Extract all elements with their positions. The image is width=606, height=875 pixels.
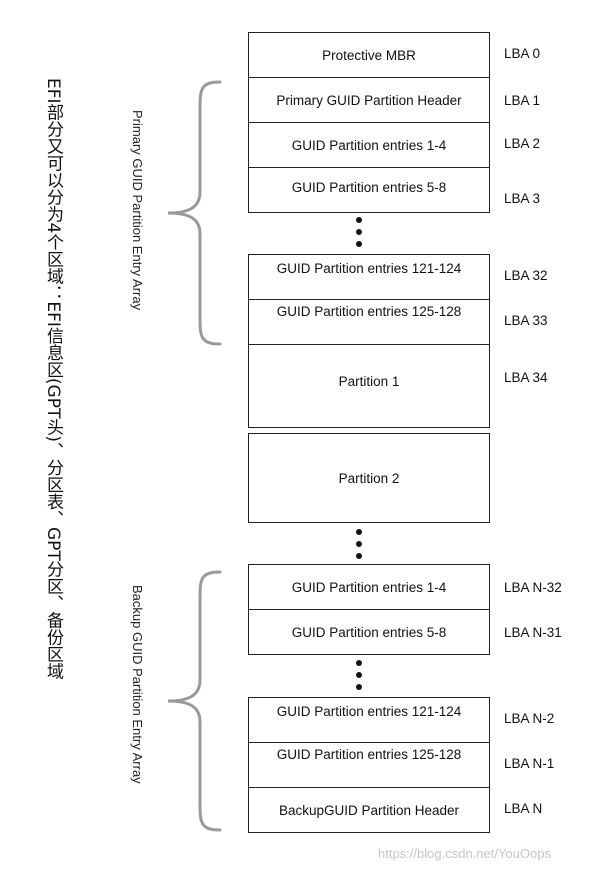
lba-label: LBA 3: [504, 191, 541, 206]
block-label: GUID Partition entries 5-8: [291, 624, 447, 640]
lba-label: LBA 2: [504, 136, 541, 151]
continuation-dot: [356, 684, 362, 690]
block-primary-entries-1-4: GUID Partition entries 1-4: [248, 122, 490, 168]
continuation-dot: [356, 541, 362, 547]
lba-label: LBA N-2: [504, 711, 555, 726]
block-label: GUID Partition entries 1-4: [291, 137, 447, 153]
block-label: GUID Partition entries 125-128: [276, 747, 462, 762]
block-label: Primary GUID Partition Header: [276, 92, 462, 108]
continuation-dot: [356, 660, 362, 666]
block-backup-entries-121-124: GUID Partition entries 121-124: [248, 697, 490, 743]
block-backup-entries-1-4: GUID Partition entries 1-4: [248, 564, 490, 610]
block-backup-entries-125-128: GUID Partition entries 125-128: [248, 742, 490, 788]
lba-label: LBA N-32: [504, 580, 562, 595]
lba-label: LBA N-1: [504, 756, 555, 771]
lba-label: LBA 34: [504, 370, 548, 385]
block-label: GUID Partition entries 1-4: [291, 579, 447, 595]
continuation-dot: [356, 529, 362, 535]
block-primary-entries-5-8: GUID Partition entries 5-8: [248, 167, 490, 213]
chinese-annotation: EFI部分又可以分为4个区域：EFI信息区(GPT头)、分区表、GPT分区、备份…: [43, 78, 63, 680]
continuation-dot: [356, 553, 362, 559]
block-primary-entries-125-128: GUID Partition entries 125-128: [248, 299, 490, 345]
block-label: GUID Partition entries 121-124: [276, 704, 462, 719]
primary-group-brace: [167, 80, 222, 346]
continuation-dot: [356, 229, 362, 235]
lba-label: LBA 0: [504, 46, 541, 61]
block-primary-entries-121-124: GUID Partition entries 121-124: [248, 254, 490, 300]
block-primary-gpt-header: Primary GUID Partition Header: [248, 77, 490, 123]
backup-group-brace: [167, 570, 222, 832]
block-backup-gpt-header: BackupGUID Partition Header: [248, 787, 490, 833]
lba-label: LBA 32: [504, 268, 548, 283]
block-partition-2: Partition 2: [248, 433, 490, 523]
block-backup-entries-5-8: GUID Partition entries 5-8: [248, 609, 490, 655]
block-label: Protective MBR: [322, 47, 416, 63]
lba-label: LBA N-31: [504, 625, 562, 640]
block-label: Partition 1: [338, 374, 400, 389]
watermark-text: https://blog.csdn.net/YouOops: [378, 846, 551, 861]
block-label: GUID Partition entries 5-8: [291, 180, 447, 195]
block-protective-mbr: Protective MBR: [248, 32, 490, 78]
backup-group-label: Backup GUID Partition Entry Array: [130, 585, 145, 784]
lba-label: LBA 1: [504, 93, 541, 108]
continuation-dot: [356, 241, 362, 247]
block-label: BackupGUID Partition Header: [278, 802, 460, 818]
continuation-dot: [356, 672, 362, 678]
block-label: GUID Partition entries 121-124: [276, 261, 462, 276]
continuation-dot: [356, 217, 362, 223]
block-partition-1: Partition 1: [248, 344, 490, 428]
lba-label: LBA N: [504, 801, 543, 816]
block-label: Partition 2: [338, 470, 400, 486]
primary-group-label: Primary GUID Partition Entry Array: [130, 110, 145, 311]
block-label: GUID Partition entries 125-128: [276, 304, 462, 319]
lba-label: LBA 33: [504, 313, 548, 328]
